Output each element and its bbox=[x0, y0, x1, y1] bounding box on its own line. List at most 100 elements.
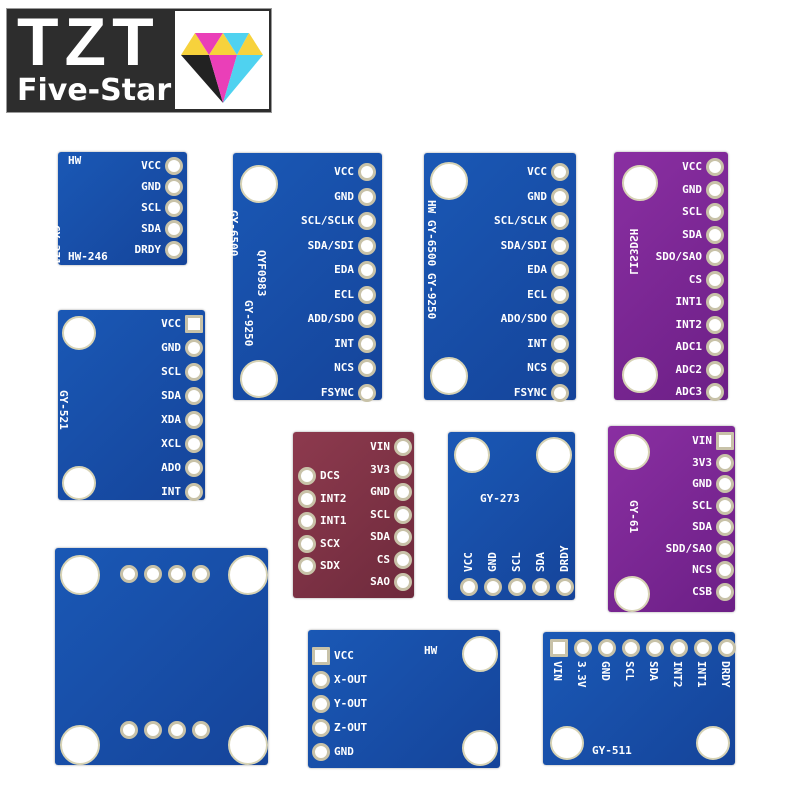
pin-label: SDD/SAO bbox=[665, 541, 712, 555]
pin-label: VCC bbox=[161, 317, 181, 330]
mounting-hole bbox=[462, 636, 498, 672]
pin-pad-gnd bbox=[394, 483, 412, 501]
pin-pad-scl-sclk bbox=[551, 212, 569, 230]
pin-label: SDA/SDI bbox=[307, 238, 354, 252]
pin-label: GND bbox=[370, 485, 390, 498]
pin-pad-ado bbox=[185, 459, 203, 477]
pin-label: ADC1 bbox=[675, 340, 703, 353]
pin-label: SCX bbox=[320, 536, 340, 550]
pin-label: SCL bbox=[623, 661, 636, 681]
solder-pad bbox=[144, 721, 162, 739]
pin-pad-scl bbox=[394, 505, 412, 524]
pin-label: VIN bbox=[370, 440, 390, 453]
pin-label: GND bbox=[692, 477, 712, 490]
board-silkscreen-label: QYF0983 bbox=[255, 250, 268, 297]
pin-pad-int bbox=[551, 334, 569, 353]
pin-label: FSYNC bbox=[513, 385, 547, 399]
pin-label: ADD/SDO bbox=[307, 312, 354, 325]
pin-label: INT bbox=[334, 336, 354, 350]
pin-pad-drdy bbox=[556, 578, 574, 596]
pin-label: EDA bbox=[334, 263, 354, 276]
pin-label: GND bbox=[334, 745, 354, 758]
pin-label: SDA bbox=[370, 530, 390, 543]
pin-label: DRDY bbox=[719, 661, 732, 688]
pin-pad-cs bbox=[394, 550, 412, 569]
pin-pad-drdy bbox=[718, 639, 736, 657]
pin-pad-vcc bbox=[185, 315, 203, 333]
solder-pad bbox=[192, 565, 210, 583]
mounting-hole bbox=[228, 555, 268, 595]
pin-label: SCL/SCLK bbox=[494, 214, 547, 227]
pin-pad-int bbox=[185, 483, 203, 501]
pin-label: SAO bbox=[370, 575, 390, 588]
pin-label: SCL bbox=[161, 365, 181, 378]
pin-pad-sda bbox=[394, 528, 412, 546]
pin-pad-scl bbox=[706, 203, 724, 221]
pin-pad-int1 bbox=[706, 293, 724, 311]
pin-label: SCL bbox=[692, 498, 712, 512]
pin-pad-3v3 bbox=[716, 453, 734, 472]
solder-pad bbox=[168, 721, 186, 739]
pin-label: VCC bbox=[334, 165, 354, 178]
pin-label: SDA/SDI bbox=[500, 238, 547, 252]
pin-label: VCC bbox=[682, 160, 702, 173]
pin-pad-y-out bbox=[312, 695, 330, 713]
pin-label: CSB bbox=[692, 584, 712, 598]
pin-pad-vcc bbox=[358, 163, 376, 181]
pin-label: 3.3V bbox=[575, 661, 588, 688]
pin-pad-ecl bbox=[358, 285, 376, 304]
pin-pad-gnd bbox=[185, 339, 203, 357]
pin-pad-gnd bbox=[551, 187, 569, 206]
pin-pad-scl bbox=[165, 199, 183, 217]
mounting-hole bbox=[454, 437, 490, 473]
pin-label: ADC2 bbox=[675, 362, 703, 376]
board-silkscreen-label: HW bbox=[68, 154, 82, 167]
pin-label: SCL bbox=[370, 507, 390, 521]
mounting-hole bbox=[62, 466, 96, 500]
pin-label: SDA bbox=[647, 661, 660, 681]
pin-pad-3v3 bbox=[394, 460, 412, 479]
pin-pad-ado-sdo bbox=[551, 310, 569, 328]
pin-label: CS bbox=[688, 272, 702, 286]
pin-label: INT2 bbox=[671, 661, 684, 688]
pin-pad-add-sdo bbox=[358, 310, 376, 328]
pin-pad-sdd-sao bbox=[716, 539, 734, 558]
pin-pad-vin bbox=[716, 432, 734, 450]
pin-label: SDX bbox=[320, 559, 340, 572]
pin-pad-3-3v bbox=[574, 639, 592, 657]
pin-label: X-OUT bbox=[334, 673, 368, 686]
pin-pad-gnd bbox=[165, 178, 183, 196]
mounting-hole bbox=[60, 725, 100, 765]
pin-label: VCC bbox=[462, 552, 475, 572]
pin-label: ADC3 bbox=[675, 385, 703, 398]
board-silkscreen-label: GY-521 bbox=[57, 390, 70, 430]
pin-label: GND bbox=[486, 552, 499, 572]
board-silkscreen-label: GY-6500 bbox=[227, 210, 240, 257]
pin-pad-gnd bbox=[312, 743, 330, 761]
mounting-hole bbox=[240, 360, 278, 398]
pin-label: INT2 bbox=[320, 491, 347, 505]
pin-pad-sao bbox=[394, 573, 412, 591]
pin-label: INT1 bbox=[320, 514, 347, 527]
pin-pad-sda-sdi bbox=[551, 236, 569, 255]
pin-pad-int1 bbox=[298, 512, 316, 530]
pin-pad-vin bbox=[394, 438, 412, 456]
pin-pad-ncs bbox=[716, 561, 734, 579]
pin-pad-drdy bbox=[165, 241, 183, 259]
pin-label: DRDY bbox=[134, 243, 162, 256]
board-silkscreen-label: GY-271 bbox=[49, 225, 62, 265]
pin-label: SCL bbox=[510, 552, 523, 572]
pin-label: XCL bbox=[161, 437, 181, 450]
pin-pad-sda bbox=[716, 518, 734, 536]
logo-text-tzt: TZT bbox=[17, 4, 160, 80]
mounting-hole bbox=[614, 576, 650, 612]
pin-pad-vcc bbox=[312, 647, 330, 665]
